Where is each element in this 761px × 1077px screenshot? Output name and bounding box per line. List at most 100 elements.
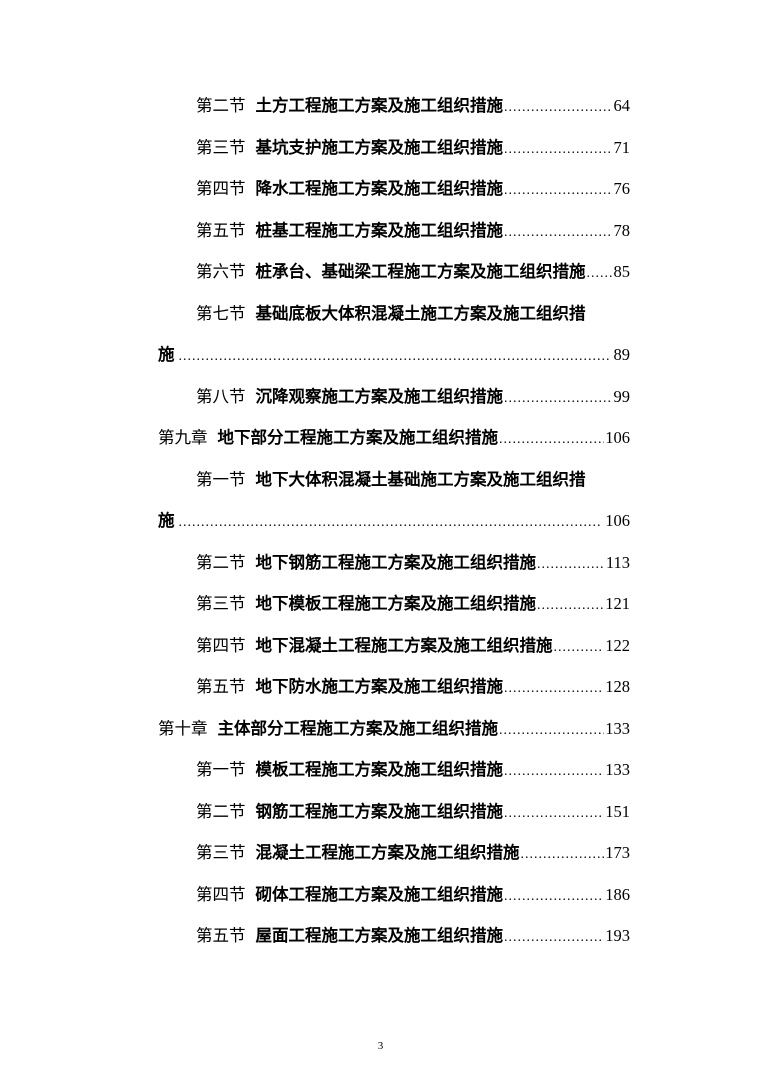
toc-entry[interactable]: 第二节地下钢筋工程施工方案及施工组织措施....................… <box>158 549 630 591</box>
toc-entry-page: 106 <box>605 511 630 530</box>
toc-entry-page: 64 <box>613 96 631 115</box>
toc-entry-title: 砌体工程施工方案及施工组织措施 <box>255 884 504 904</box>
dot-leader: ........................................… <box>178 349 610 364</box>
toc-entry-number: 第五节 <box>196 677 246 696</box>
toc-entry-page: 186 <box>605 884 630 904</box>
toc-entry-page: 173 <box>605 843 630 862</box>
toc-entry[interactable]: 第三节混凝土工程施工方案及施工组织措施.....................… <box>158 839 630 881</box>
toc-entry-title: 桩基工程施工方案及施工组织措施 <box>255 220 504 240</box>
toc-entry-title: 主体部分工程施工方案及施工组织措施 <box>217 718 499 738</box>
toc-entry-page: 121 <box>605 594 630 613</box>
page-number: 3 <box>377 1040 384 1052</box>
toc-entry-title-continuation: 施 <box>158 511 175 530</box>
toc-entry-title: 沉降观察施工方案及施工组织措施 <box>255 386 504 406</box>
dot-leader: ........................................… <box>504 183 613 198</box>
toc-entry-page: 99 <box>613 386 631 406</box>
toc-entry-page: 78 <box>613 220 631 240</box>
toc-entry-title: 地下钢筋工程施工方案及施工组织措施 <box>255 552 537 572</box>
toc-entry-title: 模板工程施工方案及施工组织措施 <box>255 760 504 779</box>
toc-entry[interactable]: 第五节桩基工程施工方案及施工组织措施......................… <box>158 217 630 259</box>
table-of-contents: 第二节土方工程施工方案及施工组织措施......................… <box>158 92 630 964</box>
toc-entry-number: 第三节 <box>196 137 246 157</box>
toc-entry[interactable]: 第三节地下模板工程施工方案及施工组织措施....................… <box>158 590 630 632</box>
toc-entry-page: 133 <box>605 760 630 779</box>
toc-entry-page: 76 <box>613 179 631 198</box>
toc-entry-page: 106 <box>605 428 630 447</box>
toc-entry-page: 128 <box>605 677 630 696</box>
toc-entry-number: 第三节 <box>196 843 246 862</box>
toc-entry[interactable]: 第四节地下混凝土工程施工方案及施工组织措施...................… <box>158 632 630 674</box>
dot-leader: ........................................… <box>499 722 605 738</box>
toc-entry-title: 降水工程施工方案及施工组织措施 <box>255 179 504 198</box>
toc-entry-page: 85 <box>613 262 631 281</box>
dot-leader: ........................................… <box>504 141 613 157</box>
dot-leader: ........................................… <box>504 764 604 779</box>
toc-entry-page: 113 <box>605 552 630 572</box>
toc-entry-page: 133 <box>605 718 630 738</box>
toc-entry-number: 第八节 <box>196 386 246 406</box>
toc-entry-title-continuation: 施 <box>158 345 175 364</box>
toc-entry-title: 地下防水施工方案及施工组织措施 <box>255 677 504 696</box>
dot-leader: ........................................… <box>504 805 604 821</box>
dot-leader: ........................................… <box>504 390 613 406</box>
toc-entry-number: 第四节 <box>196 179 246 198</box>
toc-entry-title: 桩承台、基础梁工程施工方案及施工组织措施 <box>255 262 586 281</box>
toc-entry-number: 第五节 <box>196 220 246 240</box>
dot-leader: ........................................… <box>504 930 604 945</box>
toc-entry-title: 混凝土工程施工方案及施工组织措施 <box>255 843 520 862</box>
toc-entry[interactable]: 第七节基础底板大体积混凝土施工方案及施工组织措 <box>158 300 630 342</box>
toc-entry-number: 第七节 <box>196 303 246 323</box>
toc-entry[interactable]: 第二节钢筋工程施工方案及施工组织措施......................… <box>158 798 630 840</box>
toc-entry-page: 122 <box>605 635 630 655</box>
toc-entry-number: 第二节 <box>196 96 246 115</box>
dot-leader: ........................................… <box>537 598 605 613</box>
toc-entry-number: 第三节 <box>196 594 246 613</box>
toc-entry-title: 地下混凝土工程施工方案及施工组织措施 <box>255 635 553 655</box>
dot-leader: ........................................… <box>504 100 613 115</box>
dot-leader: ........................................… <box>504 224 613 240</box>
dot-leader: ........................................… <box>504 888 604 904</box>
toc-entry-number: 第二节 <box>196 801 246 821</box>
toc-entry[interactable]: 第一节地下大体积混凝土基础施工方案及施工组织措 <box>158 466 630 508</box>
toc-entry[interactable]: 第六节桩承台、基础梁工程施工方案及施工组织措施.................… <box>158 258 630 300</box>
dot-leader: ........................................… <box>178 515 602 530</box>
toc-entry[interactable]: 第四节降水工程施工方案及施工组织措施......................… <box>158 175 630 217</box>
toc-entry-number: 第六节 <box>196 262 246 281</box>
toc-entry-title: 屋面工程施工方案及施工组织措施 <box>255 926 504 945</box>
toc-entry[interactable]: 第四节砌体工程施工方案及施工组织措施......................… <box>158 881 630 923</box>
dot-leader: ........................................… <box>520 847 605 862</box>
toc-entry-title: 地下大体积混凝土基础施工方案及施工组织措 <box>255 469 586 489</box>
toc-entry[interactable]: 第二节土方工程施工方案及施工组织措施......................… <box>158 92 630 134</box>
toc-entry-number: 第五节 <box>196 926 246 945</box>
toc-entry-title: 土方工程施工方案及施工组织措施 <box>255 96 504 115</box>
dot-leader: ........................................… <box>537 556 605 572</box>
toc-entry[interactable]: 第十章主体部分工程施工方案及施工组织措施....................… <box>158 715 630 757</box>
toc-entry-number: 第九章 <box>158 428 208 447</box>
toc-entry-number: 第一节 <box>196 760 246 779</box>
toc-entry-page: 71 <box>613 137 631 157</box>
toc-entry[interactable]: 第五节地下防水施工方案及施工组织措施......................… <box>158 673 630 715</box>
toc-entry-page: 89 <box>613 345 631 364</box>
toc-entry-continuation[interactable]: 施.......................................… <box>158 341 630 383</box>
toc-entry-title: 基坑支护施工方案及施工组织措施 <box>255 137 504 157</box>
toc-entry[interactable]: 第一节模板工程施工方案及施工组织措施......................… <box>158 756 630 798</box>
toc-entry-number: 第四节 <box>196 635 246 655</box>
toc-entry-title: 基础底板大体积混凝土施工方案及施工组织措 <box>255 303 586 323</box>
toc-entry-number: 第二节 <box>196 552 246 572</box>
dot-leader: ........................................… <box>499 432 605 447</box>
toc-entry-continuation[interactable]: 施.......................................… <box>158 507 630 549</box>
toc-entry-title: 地下模板工程施工方案及施工组织措施 <box>255 594 537 613</box>
toc-entry-page: 193 <box>605 926 630 945</box>
toc-entry[interactable]: 第九章地下部分工程施工方案及施工组织措施....................… <box>158 424 630 466</box>
toc-entry[interactable]: 第五节屋面工程施工方案及施工组织措施......................… <box>158 922 630 964</box>
dot-leader: ........................................… <box>504 681 604 696</box>
toc-entry[interactable]: 第八节沉降观察施工方案及施工组织措施......................… <box>158 383 630 425</box>
dot-leader: ........................................… <box>586 266 613 281</box>
toc-entry[interactable]: 第三节基坑支护施工方案及施工组织措施......................… <box>158 134 630 176</box>
toc-entry-number: 第十章 <box>158 718 208 738</box>
toc-entry-title: 钢筋工程施工方案及施工组织措施 <box>255 801 504 821</box>
toc-entry-number: 第一节 <box>196 469 246 489</box>
toc-entry-title: 地下部分工程施工方案及施工组织措施 <box>217 428 499 447</box>
toc-entry-number: 第四节 <box>196 884 246 904</box>
toc-entry-page: 151 <box>605 801 630 821</box>
